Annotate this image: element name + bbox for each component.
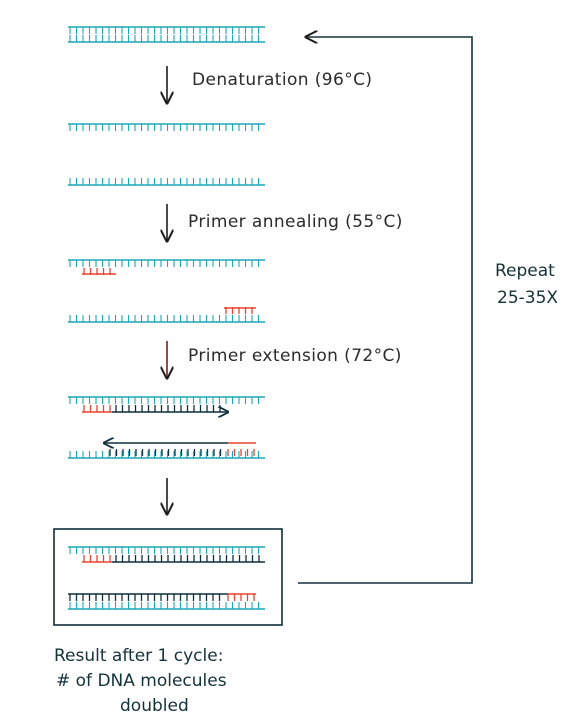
result-caption-line-3: doubled: [120, 696, 189, 716]
result-caption-line-1: Result after 1 cycle:: [54, 646, 223, 666]
result-box: [53, 528, 283, 626]
dna-strands-layer: [68, 26, 265, 610]
extension-label: Primer extension (72°C): [188, 346, 402, 366]
annealing-label: Primer annealing (55°C): [188, 212, 403, 232]
denaturation-label: Denaturation (96°C): [192, 70, 372, 90]
repeat-label: Repeat: [495, 261, 555, 281]
result-caption-line-2: # of DNA molecules: [56, 671, 227, 691]
repeat-loop-line: [298, 37, 473, 584]
repeat-count-label: 25-35X: [497, 288, 558, 308]
